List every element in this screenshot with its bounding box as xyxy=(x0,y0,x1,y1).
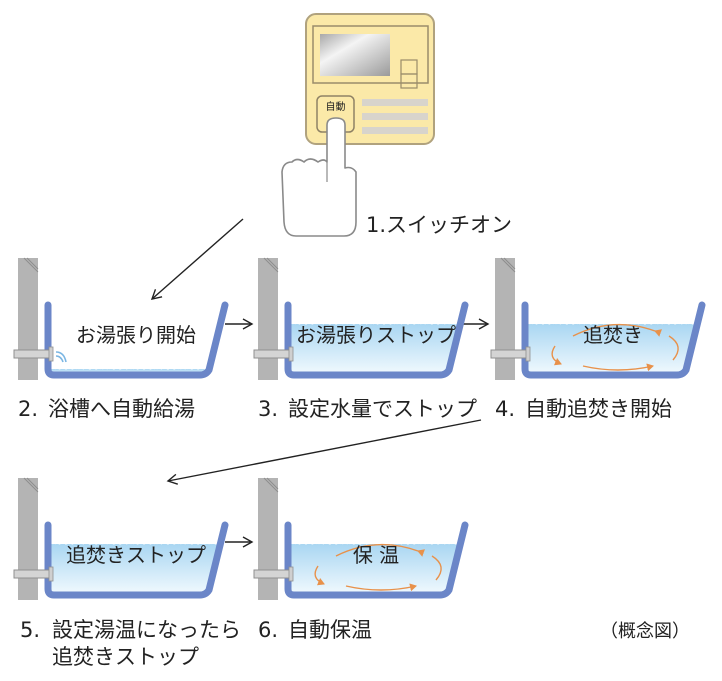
circulation-arrow-top xyxy=(572,323,662,337)
remote-line-2 xyxy=(362,113,428,120)
step-3-caption: 設定水量でストップ xyxy=(288,397,477,421)
flow-arrow-4-to-5 xyxy=(166,419,482,485)
remote-small-button-lower xyxy=(400,73,418,89)
wall-hatch xyxy=(23,477,39,493)
tub-outline xyxy=(521,301,706,379)
step-1-caption: スイッチオン xyxy=(386,213,512,237)
bathtub-step-6: 保 温 xyxy=(253,477,469,600)
bathtub-step-5: 追焚きストップ xyxy=(13,477,229,600)
wall xyxy=(18,258,38,380)
wall-hatch xyxy=(23,257,39,273)
water xyxy=(525,324,697,375)
inlet-nozzle xyxy=(525,346,531,362)
step-6-caption: 自動保温 xyxy=(288,618,372,642)
wall xyxy=(495,258,515,380)
water-surface xyxy=(47,542,223,545)
inlet-nozzle xyxy=(48,566,54,582)
step-6-number: 6. xyxy=(258,618,278,642)
inlet-pipe xyxy=(253,349,293,359)
step-1-number: 1. xyxy=(366,213,386,237)
wall xyxy=(258,478,278,600)
circulation-arrow-right xyxy=(431,555,442,581)
bathtub-step-4: 追焚き xyxy=(490,257,706,380)
remote-screen xyxy=(320,34,390,76)
flow-arrow-1-to-2 xyxy=(150,218,244,300)
step-3-number: 3. xyxy=(258,397,278,421)
tub-label-step-6: 保 温 xyxy=(353,543,399,567)
hand-icon xyxy=(281,117,357,237)
water-surface xyxy=(287,322,463,325)
water-flow-icon xyxy=(55,351,67,363)
remote-controller: 自動 xyxy=(305,13,435,145)
inlet-pipe xyxy=(13,569,53,579)
bathtub-step-3: お湯張りストップ xyxy=(253,257,469,380)
inlet-nozzle xyxy=(288,346,294,362)
circulation-arrow-bottom xyxy=(345,583,417,592)
water-surface xyxy=(287,542,463,545)
tub-label-step-4: 追焚き xyxy=(583,323,643,347)
tub-label-step-3: お湯張りストップ xyxy=(296,323,456,347)
circulation-arrow-left xyxy=(551,345,562,366)
wall xyxy=(18,478,38,600)
concept-diagram-note: （概念図） xyxy=(600,620,690,642)
remote-line-3 xyxy=(362,127,428,134)
circulation-arrow-bottom xyxy=(582,363,654,372)
inlet-nozzle xyxy=(48,346,54,362)
step-5-caption: 設定湯温になったら xyxy=(52,618,241,642)
circulation-arrow-left xyxy=(314,565,325,586)
wall-hatch xyxy=(500,257,516,273)
step-5-caption-line2: 追焚きストップ xyxy=(52,645,199,669)
tub-label-step-5: 追焚きストップ xyxy=(66,543,206,567)
tub-outline xyxy=(284,301,469,379)
bathtub-step-2: お湯張り開始 xyxy=(13,257,229,380)
circulation-arrow-right xyxy=(668,335,679,361)
inlet-pipe xyxy=(490,349,530,359)
tub-label-step-2: お湯張り開始 xyxy=(76,323,196,347)
step-2-number: 2. xyxy=(18,397,38,421)
wall-hatch xyxy=(263,477,279,493)
tub-outline xyxy=(284,521,469,599)
inlet-pipe xyxy=(253,569,293,579)
tub-outline xyxy=(44,301,229,379)
inlet-pipe xyxy=(13,349,53,359)
water xyxy=(288,324,460,375)
tub-outline xyxy=(44,521,229,599)
circulation-arrow-top xyxy=(335,543,425,557)
water xyxy=(288,544,460,595)
water xyxy=(48,544,220,595)
inlet-nozzle xyxy=(288,566,294,582)
remote-display-frame xyxy=(312,25,429,84)
auto-button-label: 自動 xyxy=(326,100,346,113)
water-surface xyxy=(524,322,700,325)
water-surface xyxy=(47,367,211,370)
step-4-number: 4. xyxy=(495,397,515,421)
remote-line-1 xyxy=(362,99,428,106)
wall-hatch xyxy=(263,257,279,273)
step-5-number: 5. xyxy=(20,618,40,642)
wall xyxy=(258,258,278,380)
step-4-caption: 自動追焚き開始 xyxy=(525,397,672,421)
step-2-caption: 浴槽へ自動給湯 xyxy=(48,397,195,421)
